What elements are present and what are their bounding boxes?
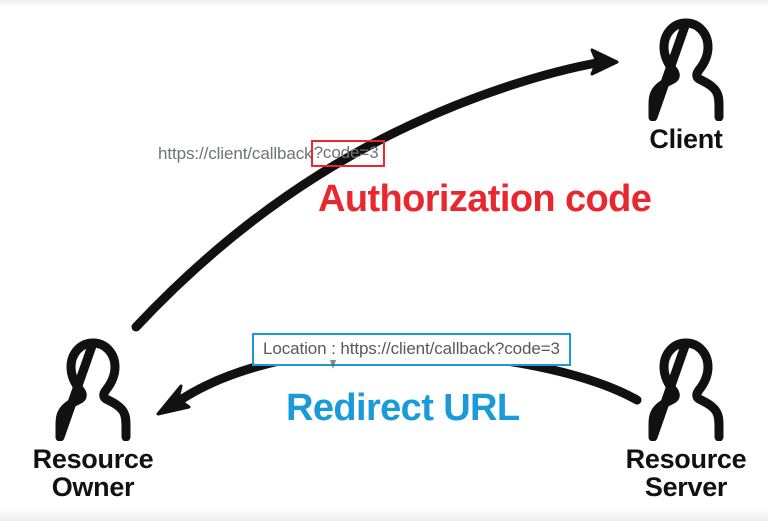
heading-authorization-code: Authorization code	[318, 178, 652, 220]
heading-redirect-url: Redirect URL	[286, 387, 520, 429]
person-icon	[55, 338, 131, 441]
actor-resource-owner: Resource Owner	[22, 336, 164, 502]
url-code-param-highlight: ?code=3	[310, 140, 385, 167]
url-base-text: https://client/callback	[158, 143, 313, 163]
person-icon	[648, 338, 724, 441]
actor-resource-server: Resource Server	[612, 336, 760, 502]
actor-label-client: Client	[649, 124, 723, 154]
arrow-owner-to-client	[131, 48, 619, 332]
actor-label-resource-owner: Resource Owner	[32, 444, 154, 503]
actor-client: Client	[618, 16, 754, 153]
location-header-box: Location : https://client/callback?code=…	[252, 333, 571, 366]
url-caption: https://client/callback ?code=3	[158, 140, 385, 167]
actor-label-resource-server: Resource Server	[625, 444, 747, 503]
cursor-caret-icon	[330, 360, 336, 369]
person-icon	[648, 18, 724, 121]
